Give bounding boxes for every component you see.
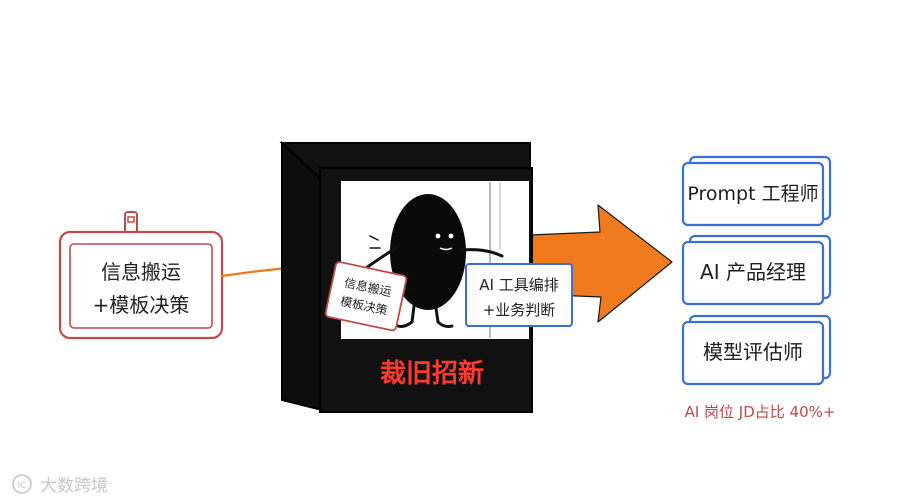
role-card-2: AI 产品经理 [681, 234, 832, 306]
badge-clip [124, 211, 138, 235]
badge-line-2: +模板决策 [93, 293, 190, 317]
machine-label: 裁旧招新 [380, 358, 484, 389]
bean-eye-left [435, 233, 441, 239]
old-card: 信息搬运 模板决策 [324, 261, 408, 332]
role-card-1-label: Prompt 工程师 [687, 183, 818, 205]
new-card-frame [465, 263, 573, 327]
new-card-line-2: +业务判断 [483, 301, 556, 319]
watermark-logo-icon [12, 474, 32, 494]
role-card-2-label: AI 产品经理 [700, 260, 806, 284]
role-card-3: 模型评估师 [681, 314, 832, 386]
caption: AI 岗位 JD占比 40%+ [685, 403, 836, 421]
bean-eye-right [448, 233, 454, 239]
old-card-frame [324, 261, 408, 332]
watermark-brand: 大数跨境 [40, 476, 108, 496]
badge-front [69, 243, 213, 329]
badge-clip-hole [127, 216, 135, 223]
new-card-line-1: AI 工具编排 [479, 276, 558, 294]
new-card: AI 工具编排 +业务判断 [465, 263, 573, 327]
role-card-3-label: 模型评估师 [703, 340, 803, 364]
bean-body [390, 194, 466, 310]
left-badge: 信息搬运 +模板决策 [58, 211, 224, 340]
watermark: IC 大数跨境 [12, 474, 108, 496]
machine: 信息搬运 模板决策 AI 工具编排 +业务判断 裁旧招新 [279, 140, 573, 413]
machine-side [281, 140, 323, 412]
watermark-logo-text: IC [18, 481, 27, 491]
role-card-1: Prompt 工程师 [681, 155, 832, 227]
badge-line-1: 信息搬运 [101, 260, 181, 284]
bean-character [364, 194, 504, 328]
